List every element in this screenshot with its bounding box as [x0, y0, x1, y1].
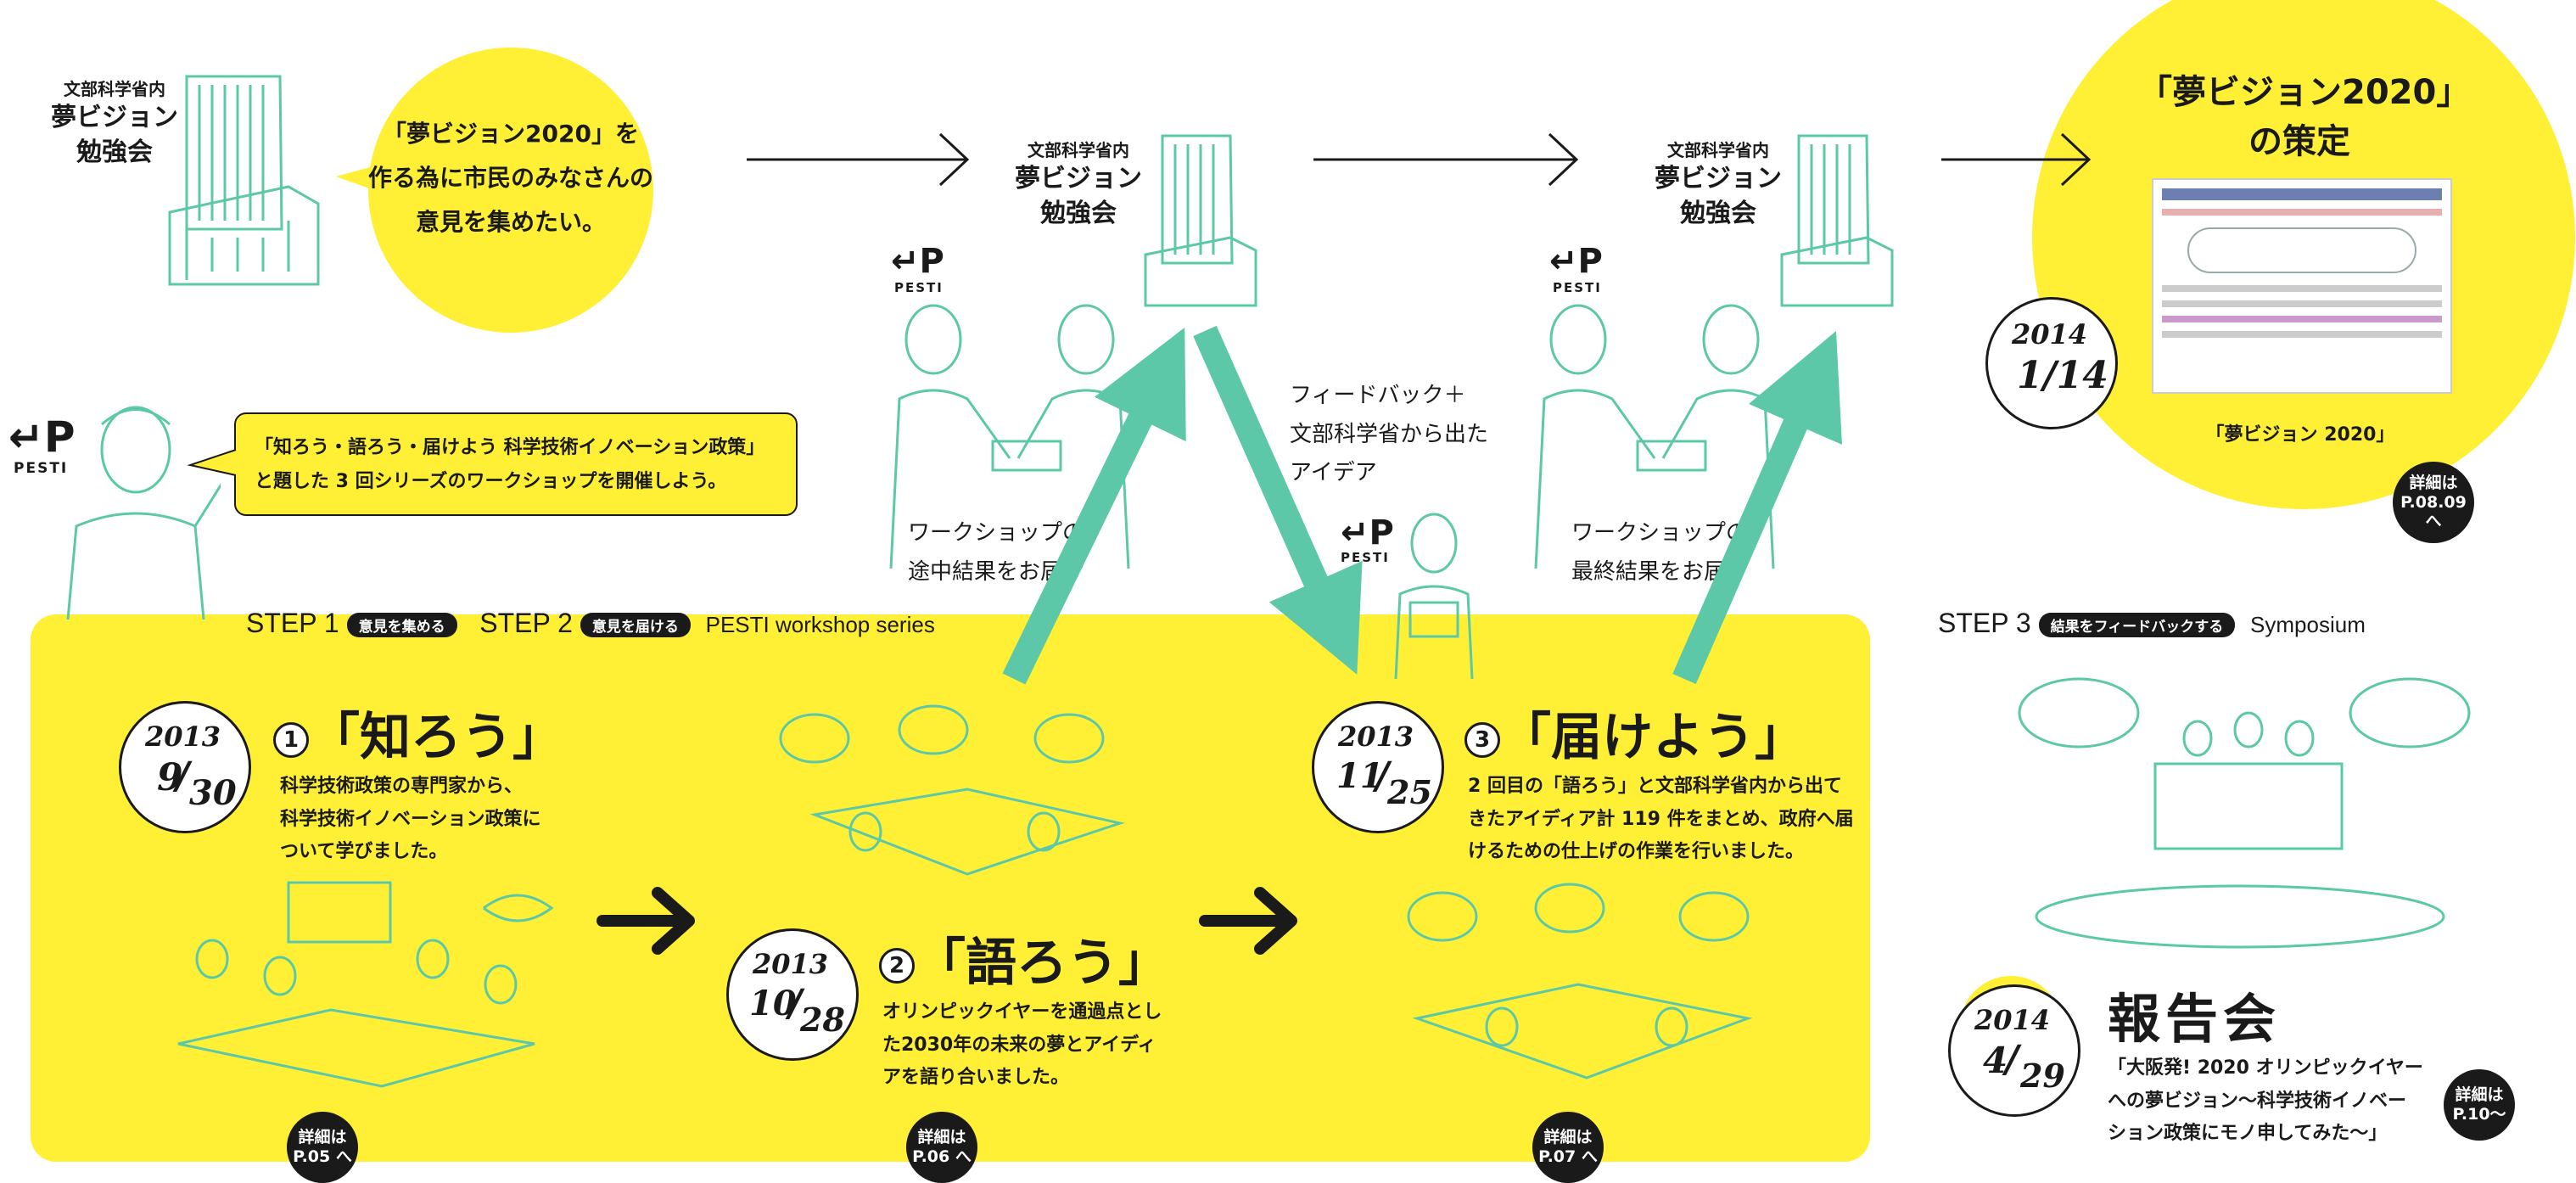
document-thumbnail-icon [2152, 178, 2452, 394]
symposium-icon [2018, 677, 2471, 949]
pesti-logo-icon: ↵P [891, 242, 944, 281]
building-icon [1144, 134, 1257, 307]
pesti-speech-bubble [234, 412, 798, 516]
handover-icon [889, 304, 1130, 569]
document-caption: 「夢ビジョン 2020」 [2205, 424, 2395, 446]
building-label-1: 文部科学省内 夢ビジョン 勉強会 [51, 79, 178, 167]
arrow-right-icon [1199, 887, 1297, 955]
report-date: 2014 4 / 29 [1948, 984, 2080, 1117]
ws1-date: 2013 9 / 30 [119, 701, 251, 833]
building-icon [1780, 134, 1894, 307]
ws1-desc: 科学技術政策の専門家から、科学技術イノベーション政策について学びました。 [280, 776, 541, 862]
ws3-title: 3「届けよう」 [1464, 696, 1806, 770]
building-label-3: 文部科学省内 夢ビジョン 勉強会 [1655, 140, 1782, 228]
pesti-label: PESTI [1553, 280, 1602, 295]
feedback-caption: フィードバック＋文部科学省から出たアイデア [1290, 383, 1489, 485]
flow-arrows-top [336, 132, 2092, 192]
vision-date: 2014 1/14 [1985, 297, 2118, 429]
pesti-label: PESTI [894, 280, 944, 295]
step-headers: STEP 1 意見を集める STEP 2 意見を届ける PESTI worksh… [246, 608, 935, 638]
intro-bubble-text: 「夢ビジョン2020」を 作る為に市民のみなさんの 意見を集めたい。 [368, 120, 654, 236]
ws2-date: 2013 10 / 28 [726, 928, 859, 1061]
workshop-crowd-icon [177, 881, 554, 1088]
pesti-logo-icon: ↵P [8, 412, 76, 462]
step3-header: STEP 3 結果をフィードバックする Symposium [1938, 608, 2366, 638]
ws2-title: 2「語ろう」 [879, 922, 1169, 995]
report-title: 報告会 [2108, 988, 2282, 1050]
pesti-logo-icon: ↵P [1341, 513, 1394, 552]
ws1-title: 1「知ろう」 [273, 696, 563, 770]
ws2-desc: オリンピックイヤーを通過点とした2030年の未来の夢とアイディアを語り合いました… [882, 1001, 1162, 1088]
building-label-2: 文部科学省内 夢ビジョン 勉強会 [1015, 140, 1142, 228]
workshop-crowd-icon [779, 704, 1125, 876]
intro-bubble [368, 48, 653, 333]
workshop-crowd-icon [1407, 883, 1753, 1079]
pesti-bubble-text: 「知ろう・語ろう・届けよう 科学技術イノベーション政策」 と題した 3 回シリー… [255, 437, 765, 492]
arrow-right-icon [596, 887, 695, 955]
pesti-label: PESTI [14, 460, 69, 477]
vision-title: 「夢ビジョン2020」の策定 [2138, 73, 2471, 161]
pesti-logo-icon: ↵P [1549, 242, 1603, 281]
pesti-person-icon [66, 406, 221, 620]
pesti-person-icon [1394, 513, 1474, 679]
building-icon [168, 75, 320, 286]
ws3-desc: 2 回目の「語ろう」と文部科学省内から出てきたアイディア計 119 件をまとめ、… [1468, 776, 1854, 862]
ws3-date: 2013 11 / 25 [1312, 701, 1444, 833]
report-desc: 「大阪発! 2020 オリンピックイヤーへの夢ビジョン〜科学技術イノベーション政… [2108, 1057, 2423, 1144]
